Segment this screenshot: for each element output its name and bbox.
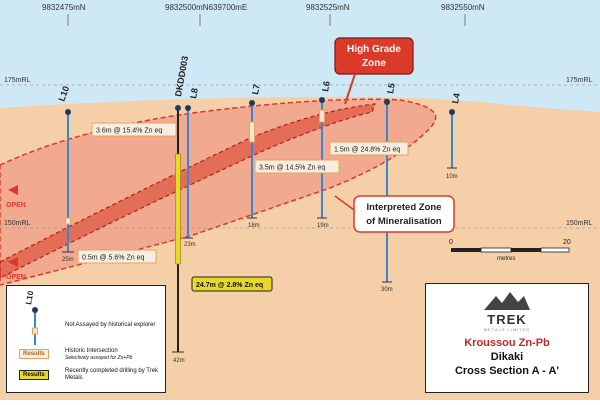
location-name: Dikaki — [490, 351, 524, 363]
drillhole-depth: 19m — [317, 223, 329, 229]
drillhole-collar — [185, 105, 191, 111]
drillhole-collar — [175, 105, 181, 111]
svg-text:Interpreted Zone: Interpreted Zone — [367, 202, 442, 213]
intersection-marker — [249, 121, 255, 143]
drillhole-collar — [319, 97, 325, 103]
svg-text:OPEN: OPEN — [6, 274, 26, 281]
drillhole-collar — [249, 100, 255, 106]
drillhole-depth: 42m — [173, 358, 185, 364]
title-block: TREK METALS LIMITED Kroussou Zn-Pb Dikak… — [425, 283, 589, 393]
drillhole-name: L5 — [385, 82, 397, 94]
svg-text:24.7m @ 2.8% Zn eq: 24.7m @ 2.8% Zn eq — [196, 282, 263, 289]
svg-text:of Mineralisation: of Mineralisation — [366, 216, 442, 227]
drillhole-name: L10 — [56, 85, 71, 103]
drillhole-name: L8 — [188, 87, 200, 99]
rl-label: 175mRL — [566, 77, 593, 84]
legend-hole-symbol: L10 — [24, 290, 38, 345]
scale-bar: 0 20 metres — [449, 239, 571, 262]
svg-text:Zone: Zone — [362, 58, 386, 69]
high-grade-callout: High Grade Zone — [334, 37, 414, 105]
legend-hole-label: L10 — [24, 290, 35, 305]
intersection-marker — [319, 109, 325, 123]
svg-text:0: 0 — [449, 239, 453, 246]
svg-text:OPEN: OPEN — [6, 202, 26, 209]
interpreted-zone-callout: Interpreted Zone of Mineralisation — [334, 195, 455, 233]
svg-text:3.5m @ 14.5% Zn eq: 3.5m @ 14.5% Zn eq — [259, 165, 325, 172]
legend-historic: Historic Intersection Selectively assaye… — [65, 348, 163, 362]
rl-label: 150mRL — [4, 220, 31, 227]
drillhole-collar — [449, 109, 455, 115]
trek-logo-icon — [484, 292, 530, 310]
drillhole-name: L4 — [450, 92, 462, 104]
new-drill-interval — [175, 153, 181, 265]
logo-text: TREK — [487, 312, 527, 327]
legend-panel: L10 Not Assayed by historical explorer R… — [6, 285, 166, 393]
intersection-label: 0.5m @ 5.6% Zn eq — [77, 249, 157, 264]
legend-historic-note: Selectively assayed for Zn+Pb — [65, 355, 133, 361]
svg-text:0.5m @ 5.6% Zn eq: 0.5m @ 5.6% Zn eq — [82, 255, 144, 262]
drillhole-collar — [65, 109, 71, 115]
svg-text:High Grade: High Grade — [347, 44, 401, 55]
high-grade-zone — [0, 103, 376, 279]
intersection-marker — [65, 217, 71, 225]
svg-text:metres: metres — [497, 256, 515, 262]
svg-text:20: 20 — [563, 239, 571, 246]
drillhole-depth: 23m — [184, 242, 196, 248]
drillhole-depth: 30m — [381, 287, 393, 293]
easting-label: 9832525mN — [306, 3, 350, 12]
drillhole-depth: 10m — [446, 174, 458, 180]
open-arrow: OPEN — [6, 185, 26, 209]
legend-recent: Recently completed drilling by Trek Meta… — [65, 368, 159, 381]
project-name: Kroussou Zn-Pb — [464, 337, 550, 349]
open-arrow: OPEN — [6, 257, 26, 281]
easting-label: 9832500mN639700mE — [165, 3, 247, 12]
drillhole-name: L6 — [320, 80, 332, 92]
intersection-label: 3.5m @ 14.5% Zn eq — [254, 159, 340, 174]
legend-not-assayed: Not Assayed by historical explorer — [65, 322, 156, 328]
legend-recent-chip: Results — [19, 370, 49, 380]
svg-text:1.5m @ 24.8% Zn eq: 1.5m @ 24.8% Zn eq — [334, 147, 400, 154]
section-name: Cross Section A - A' — [454, 365, 560, 377]
logo-subtext: METALS LIMITED — [483, 327, 531, 332]
easting-label: 9832475mN — [42, 3, 86, 12]
legend-historic-chip: Results — [19, 349, 49, 359]
interpreted-zone — [0, 98, 437, 286]
legend-historic-title: Historic Intersection — [65, 348, 118, 354]
intersection-label: 3.6m @ 15.4% Zn eq — [91, 122, 177, 137]
drillhole-depth: 18m — [248, 223, 260, 229]
drillhole-name: L7 — [250, 83, 262, 95]
intersection-label-new: 24.7m @ 2.8% Zn eq — [191, 276, 273, 292]
drillhole-depth: 25m — [62, 257, 74, 263]
rl-label: 150mRL — [566, 220, 593, 227]
rl-label: 175mRL — [4, 77, 31, 84]
drillhole-collar — [384, 99, 390, 105]
svg-text:3.6m @ 15.4% Zn eq: 3.6m @ 15.4% Zn eq — [96, 128, 162, 135]
intersection-label: 1.5m @ 24.8% Zn eq — [329, 141, 409, 156]
easting-label: 9832550mN — [441, 3, 485, 12]
